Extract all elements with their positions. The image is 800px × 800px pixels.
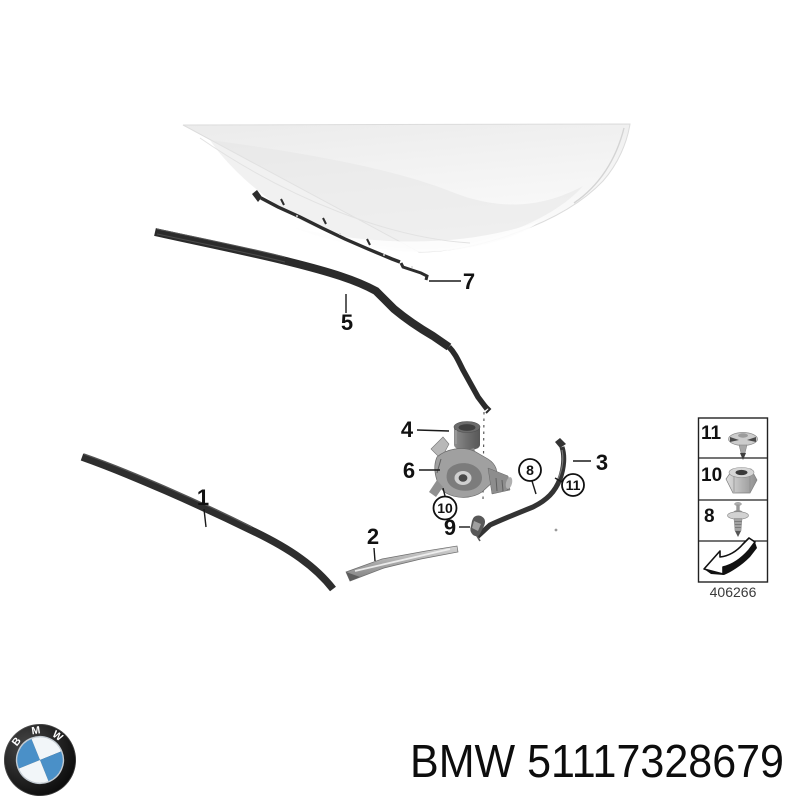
callout-7: 7: [463, 269, 475, 294]
leader-lines: [203, 280, 591, 562]
fastener-legend: 11 10 8: [697, 417, 769, 600]
callout-labels: 1 2 3 4 5 6 7 9: [197, 269, 608, 549]
callout-4: 4: [401, 417, 414, 442]
callout-2: 2: [367, 524, 379, 549]
bmw-roundel-logo: B M W: [3, 724, 76, 796]
hex-nut-icon: [725, 467, 758, 494]
part-9-clip: [470, 515, 485, 542]
roundel-quadrants: [15, 735, 65, 785]
bolt-axis-dashed-line: [482, 411, 485, 502]
legend-label-8: 8: [704, 506, 715, 527]
part-3-side-strip: [475, 438, 567, 539]
part-5-hood-seal: [154, 228, 492, 414]
part-6-lock-bracket: [429, 436, 513, 498]
callout-circled-10: 10: [437, 500, 453, 516]
circled-callouts: 8 10 11: [432, 458, 585, 521]
part-7-cowl-strip: [252, 190, 429, 281]
callout-1: 1: [197, 485, 209, 510]
part-2-trim-strip: [345, 545, 459, 582]
legend-label-10: 10: [701, 465, 722, 486]
direction-arrow-icon: [703, 537, 757, 575]
legend-label-11: 11: [701, 423, 722, 444]
callout-9: 9: [444, 515, 456, 540]
speck: [554, 528, 558, 532]
callout-5: 5: [341, 310, 353, 335]
hood-edge-crease: [573, 127, 625, 204]
push-pin-clip-icon: [728, 432, 758, 460]
expansion-rivet-icon: [727, 502, 749, 537]
diagram-code: 406266: [710, 584, 757, 600]
part-4-buffer-cylinder: [453, 421, 481, 451]
hood-shading: [210, 140, 583, 249]
hood-front-crease: [199, 137, 471, 244]
part-number-text: BMW 51117328679: [410, 735, 784, 787]
part-1-front-seal: [80, 453, 336, 592]
callout-3: 3: [596, 450, 608, 475]
car-hood-silhouette: [182, 123, 631, 253]
roundel-letter-m: M: [31, 724, 42, 737]
callout-circled-11: 11: [566, 477, 581, 493]
callout-circled-8: 8: [526, 462, 534, 478]
callout-6: 6: [403, 458, 415, 483]
footer: B M W BMW 51117328679: [3, 724, 784, 796]
